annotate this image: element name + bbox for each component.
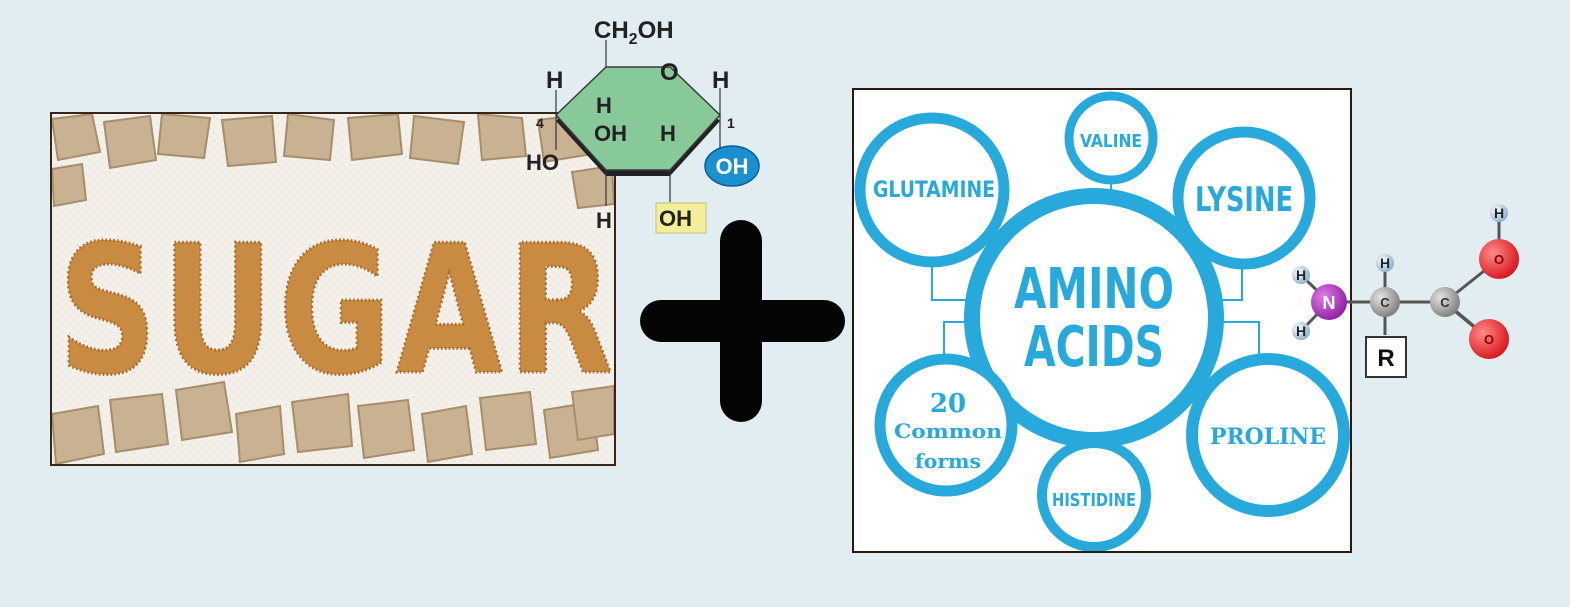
ring-oxygen-label: O [660,59,679,86]
hydrogen-atom [1490,204,1508,222]
alpha-carbon-label: C [1380,295,1390,310]
carboxyl-carbon-atom [1430,287,1460,317]
hydrogen-atom [1292,322,1310,340]
alpha-carbon-atom [1370,287,1400,317]
ch2oh-label: CH2OH [594,17,674,48]
oxygen-top-label: O [1494,252,1504,267]
histidine-label: HISTIDINE [1052,490,1136,511]
proline-label: PROLINE [1210,424,1326,450]
glutamine-circle [854,112,1010,268]
h-inner-right-label: H [660,121,676,146]
sugar-cubes-top [52,114,614,210]
oh-bottom-label: OH [659,206,692,231]
hydrogen-atom [1376,254,1394,272]
lysine-label: LYSINE [1195,180,1293,220]
h-inner-label: H [596,93,612,118]
oh-bottom-highlight [655,202,707,234]
hydrogen-atom [1292,266,1310,284]
oh-inner-label: OH [594,121,627,146]
ho-left-label: HO [526,150,559,175]
common-word-label: Common [894,419,1002,443]
r-group-label: R [1377,345,1394,372]
acids-title: ACIDS [1024,315,1164,380]
amino-acids-panel: AMINO ACIDS VALINE GLUTAMINE LYSINE 20 C… [852,88,1352,553]
oxygen-atom-bottom [1469,319,1509,359]
bonds [1299,213,1501,343]
anomeric-oh-label: OH [716,154,749,179]
forms-label: forms [915,449,981,473]
hydrogen-label: H [1296,323,1306,339]
nitrogen-atom [1311,284,1347,320]
h-top-right-label: H [712,67,729,94]
carboxyl-carbon-label: C [1440,295,1450,310]
r-group-box [1365,336,1407,378]
plus-icon [640,220,845,422]
glutamine-label: GLUTAMINE [873,178,995,203]
proline-circle [1186,353,1350,517]
oxygen-atom-top [1479,239,1519,279]
glucose-structure: CH2OH O H H H OH H HO H 4 1 OH OH [526,17,760,234]
carbon-1-label: 1 [727,115,735,131]
valine-label: VALINE [1080,131,1142,152]
amino-acid-structure: H H H H N C C O O R [1292,204,1519,378]
valine-circle [1064,91,1158,185]
histidine-circle [1037,438,1151,551]
lysine-circle [1172,126,1316,270]
carbon-4-label: 4 [536,115,544,131]
anomeric-oh-badge [704,145,760,187]
nitrogen-label: N [1323,293,1336,313]
common-number-label: 20 [930,389,966,419]
hydrogen-label: H [1380,255,1390,271]
oxygen-bottom-label: O [1484,332,1494,347]
h-top-left-label: H [546,67,563,94]
glucose-ring [554,66,722,171]
sugar-cubes-bottom [52,380,614,464]
amino-title: AMINO [1014,257,1174,322]
hydrogen-label: H [1296,267,1306,283]
sugar-photo: SUGAR [50,112,616,466]
hydrogen-label: H [1494,205,1504,221]
h-bottom-label: H [596,208,612,233]
sugar-word: SUGAR [58,207,614,414]
common-forms-circle [874,353,1018,497]
